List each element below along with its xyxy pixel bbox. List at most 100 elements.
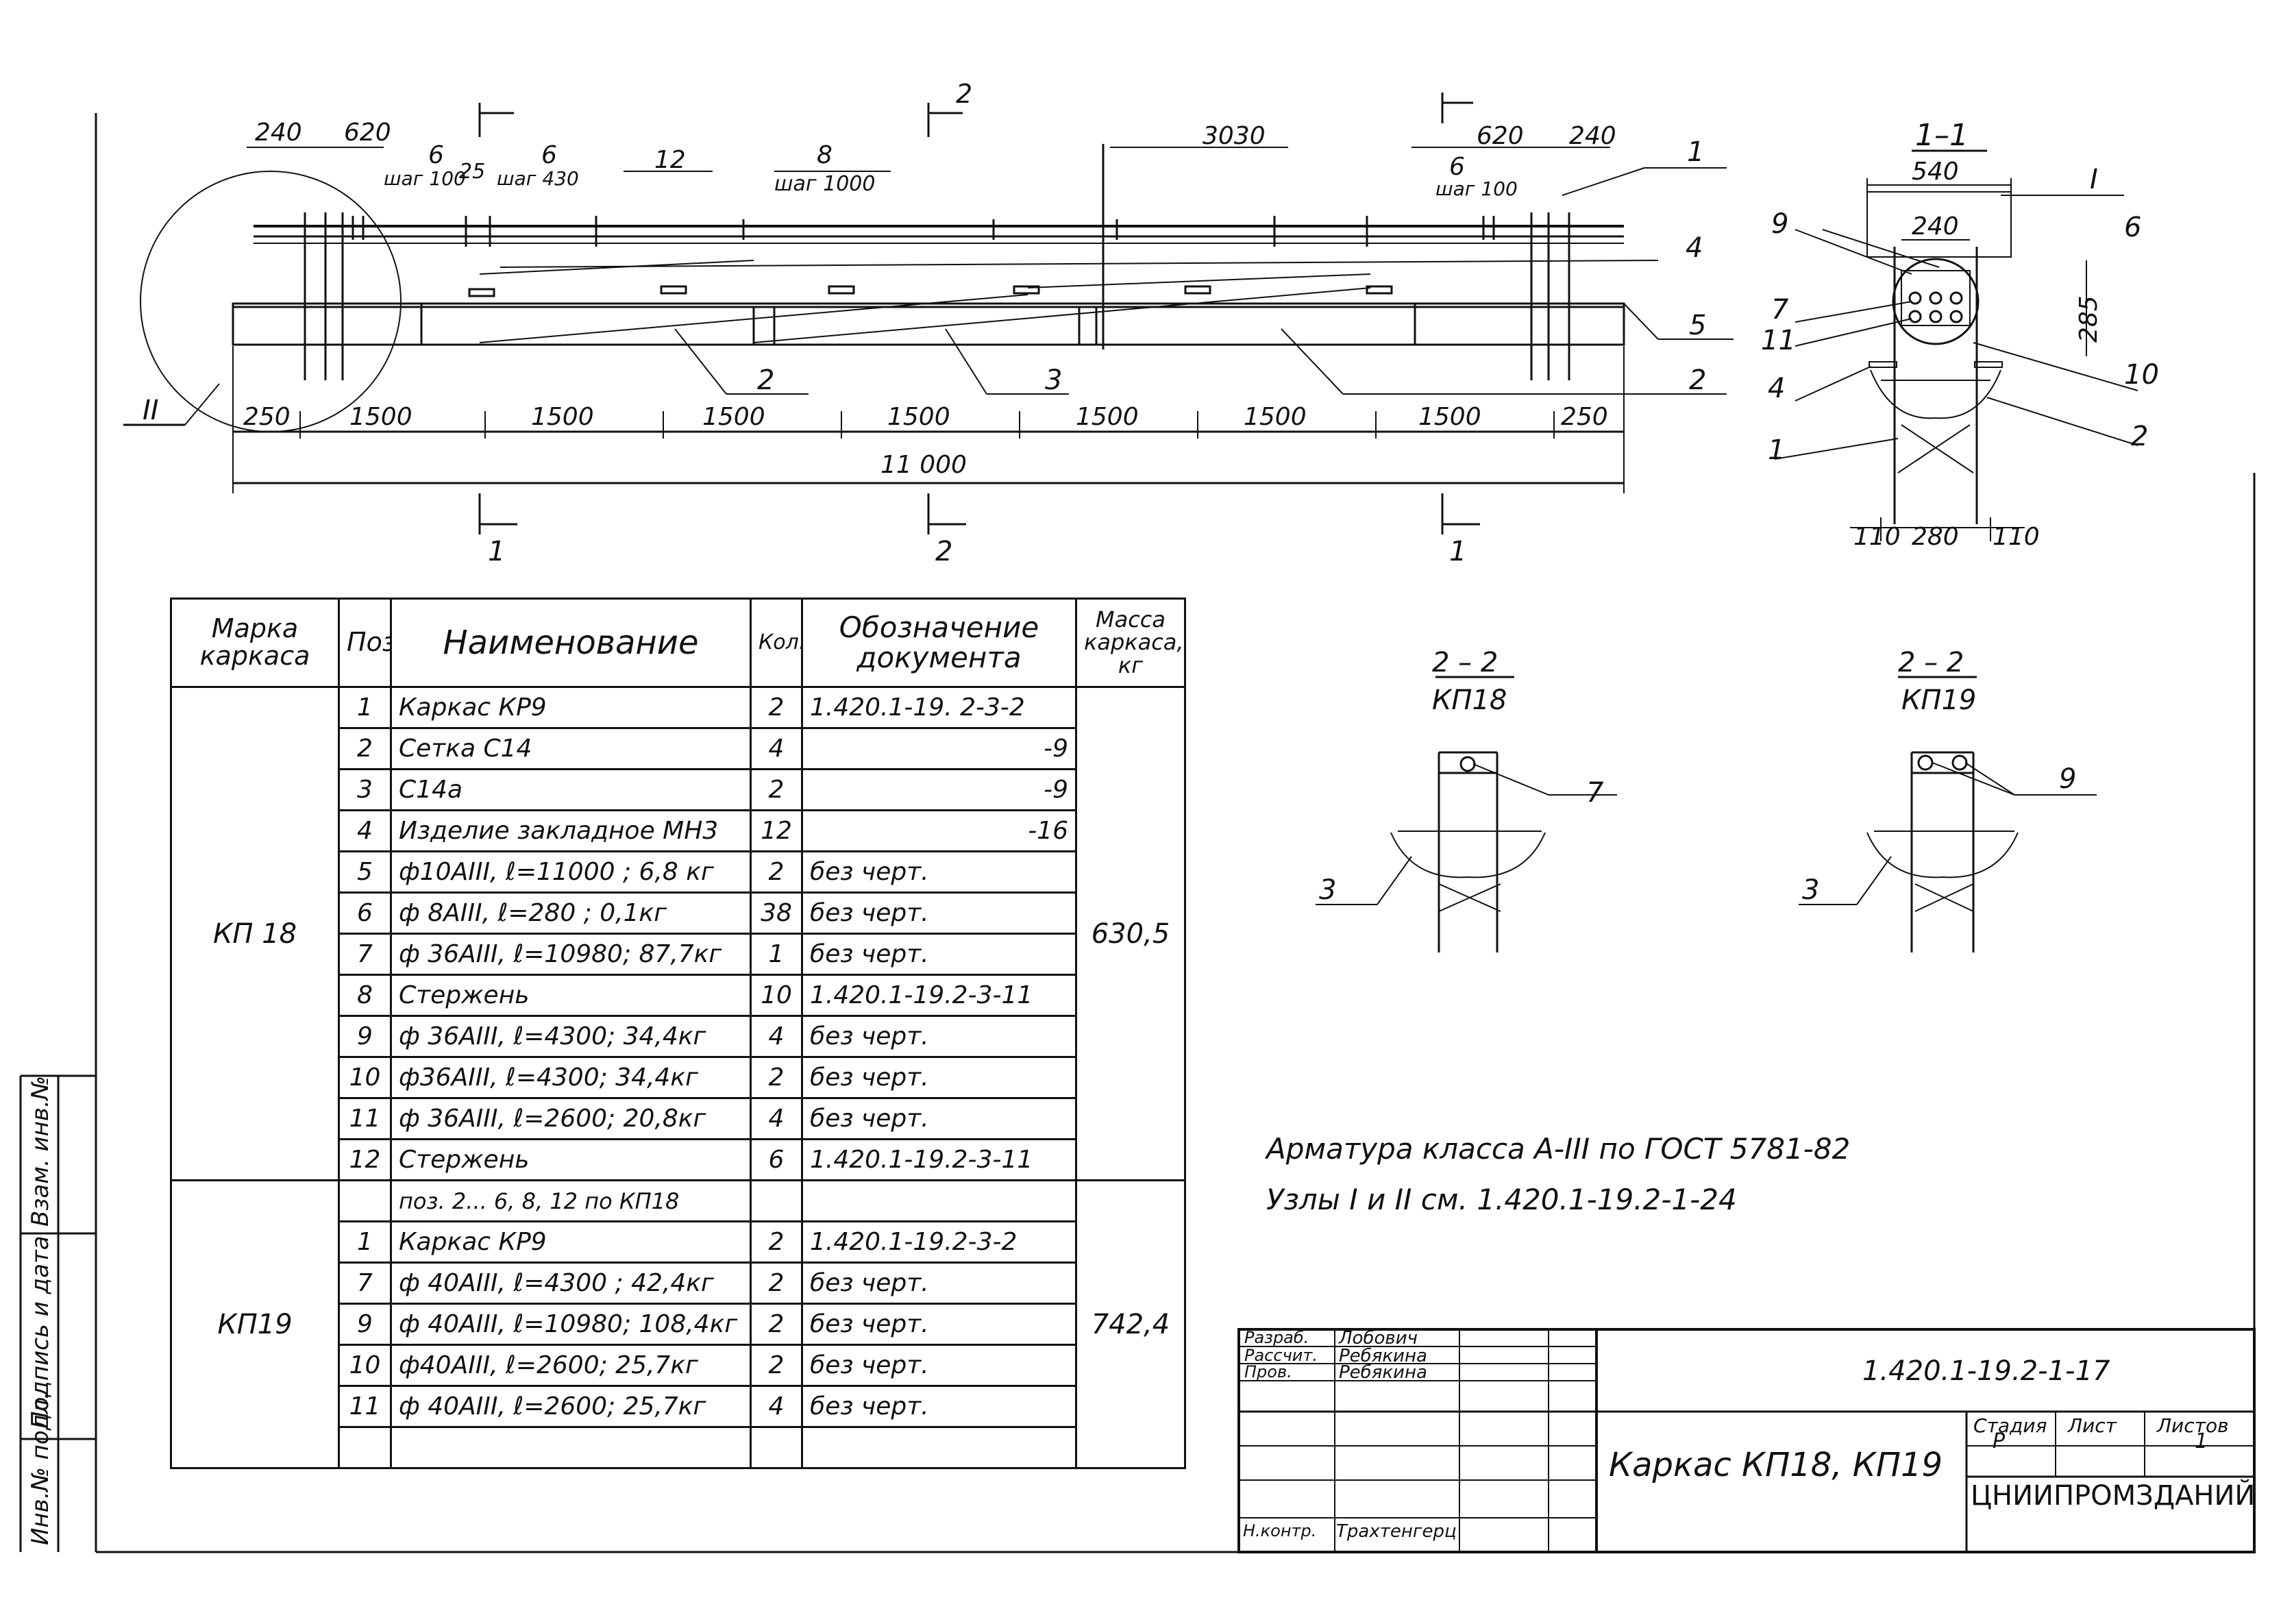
row-qty: 2	[750, 1303, 803, 1346]
row-qty: 2	[750, 1056, 803, 1099]
side-stamp-grid	[19, 1074, 96, 1552]
general-notes: Арматура класса А-III по ГОСТ 5781-82 Уз…	[1266, 1124, 1850, 1225]
title-block: Разраб. Рассчит. Пров. Н.контр. Лобович …	[1239, 1328, 2256, 1551]
row-name: ф 40АIII, ℓ=10980; 108,4кг	[390, 1303, 752, 1346]
dim-bottom-7: 1500	[1418, 403, 1481, 431]
section-2-2-kp18-callout-7: 7	[1586, 777, 1604, 809]
note-nodes-ref: Узлы I и II см. 1.420.1-19.2-1-24	[1266, 1183, 1737, 1216]
header-mark: Марка каркаса	[170, 598, 340, 688]
row-qty	[750, 1426, 803, 1469]
row-name: Каркас КР9	[390, 686, 752, 729]
spacing2-count: 6	[541, 141, 557, 169]
dim-bottom-6: 1500	[1244, 403, 1307, 431]
spacing1-step: шаг 100	[384, 167, 466, 190]
section-1-1-dim-110-left: 110	[1853, 523, 1901, 551]
node-ii-label: II	[143, 395, 159, 426]
row-qty: 2	[750, 1220, 803, 1264]
row-name: Стержень	[390, 1138, 752, 1181]
row-pos: 3	[338, 768, 392, 811]
section-2-2-kp19-subtitle: КП19	[1901, 685, 1976, 716]
header-doc: Обозначение документа	[801, 598, 1077, 688]
section-1-1-callout-4: 4	[1768, 373, 1785, 404]
dim-240-right: 240	[1569, 122, 1616, 150]
row-qty: 2	[750, 1344, 803, 1387]
section-1-1-dim-110-right: 110	[1993, 523, 2040, 551]
row-qty: 2	[750, 768, 803, 811]
section-1-1	[1774, 149, 2138, 541]
row-pos: 5	[338, 850, 392, 894]
sheets-label: Листов	[2157, 1414, 2229, 1437]
section-mark-top-2: 2	[956, 79, 972, 109]
dim-620-left: 620	[344, 119, 391, 147]
section-1-1-callout-6: 6	[2124, 212, 2141, 243]
callout-2-right: 2	[1689, 365, 1706, 396]
row-doc: -16	[801, 809, 1077, 852]
drawing-title: Каркас КП18, КП19	[1609, 1446, 1943, 1484]
row-name: Стержень	[390, 974, 752, 1017]
section-mark-bottom-2: 2	[935, 536, 952, 567]
role-checked: Пров.	[1244, 1362, 1292, 1381]
organization: ЦНИИПРОМЗДАНИЙ	[1971, 1480, 2256, 1512]
row-name: Сетка С14	[390, 727, 752, 770]
group-note-kp19: поз. 2... 6, 8, 12 по КП18	[390, 1179, 752, 1222]
dim-bottom-8: 250	[1561, 403, 1608, 431]
side-inv-repl: Взам. инв.№	[27, 1076, 54, 1227]
table-row: КП19 поз. 2... 6, 8, 12 по КП18 742,4	[170, 1179, 1186, 1469]
dim-240-left: 240	[255, 119, 302, 147]
spacing4-count: 8	[817, 141, 833, 169]
section-2-2-kp19-callout-9: 9	[2059, 763, 2076, 795]
dim-3030: 3030	[1203, 122, 1266, 150]
row-name: ф10АIII, ℓ=11000 ; 6,8 кг	[390, 850, 752, 894]
section-1-1-dim-285: 285	[2075, 295, 2103, 343]
section-2-2-kp18-labels: 2 – 2 КП18 7 3	[1319, 647, 1604, 906]
spacing4-step: шаг 1000	[774, 172, 875, 196]
sheet-label: Лист	[2068, 1414, 2117, 1437]
row-name: ф36АIII, ℓ=4300; 34,4кг	[390, 1056, 752, 1099]
dim-620-right: 620	[1477, 122, 1524, 150]
row-name: Изделие закладное МН3	[390, 809, 752, 852]
row-pos: 10	[338, 1056, 392, 1099]
dim-bottom-0: 250	[243, 403, 291, 431]
section-1-1-callout-1: 1	[1768, 434, 1785, 466]
role-calculated: Рассчит.	[1244, 1346, 1318, 1365]
section-mark-bottom-1-right: 1	[1449, 536, 1466, 567]
row-pos: 8	[338, 974, 392, 1017]
section-1-1-dim-240: 240	[1912, 212, 1959, 241]
row-qty: 2	[750, 1262, 803, 1305]
title-block-grid	[1237, 1328, 2256, 1553]
row-qty: 2	[750, 686, 803, 729]
row-doc: без черт.	[801, 891, 1077, 935]
callout-3: 3	[1045, 365, 1062, 396]
row-name: ф40АIII, ℓ=2600; 25,7кг	[390, 1344, 752, 1387]
row-pos: 1	[338, 686, 392, 729]
row-name	[390, 1426, 752, 1469]
row-doc: без черт.	[801, 1015, 1077, 1058]
row-name: ф 40АIII, ℓ=2600; 25,7кг	[390, 1385, 752, 1428]
row-qty: 4	[750, 727, 803, 770]
dim-bottom-4: 1500	[887, 403, 950, 431]
section-2-2-kp18-title: 2 – 2	[1432, 647, 1498, 678]
callout-1: 1	[1687, 136, 1704, 168]
row-pos: 6	[338, 891, 392, 935]
row-pos: 9	[338, 1015, 392, 1058]
row-doc: без черт.	[801, 1056, 1077, 1099]
section-1-1-callout-9: 9	[1771, 208, 1788, 240]
role-norm-control: Н.контр.	[1243, 1521, 1317, 1540]
row-pos	[338, 1426, 392, 1469]
group-mark-kp18: КП 18	[170, 686, 340, 1181]
dim-bottom-2: 1500	[531, 403, 594, 431]
header-qty: Кол.	[750, 598, 803, 688]
spec-header-row: Марка каркаса Поз. Наименование Кол. Обо…	[170, 598, 1186, 688]
row-doc: -9	[801, 768, 1077, 811]
row-pos: 10	[338, 1344, 392, 1387]
row-pos: 9	[338, 1303, 392, 1346]
callout-4: 4	[1686, 232, 1703, 264]
